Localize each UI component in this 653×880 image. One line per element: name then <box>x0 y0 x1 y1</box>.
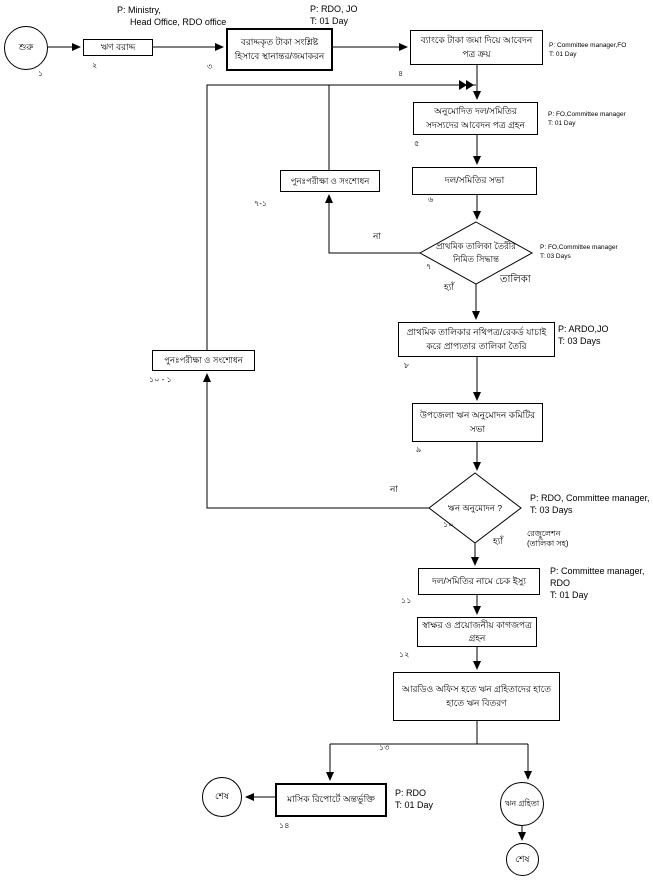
step13-label: আরডিও অফিস হতে ঋন গ্রহিতাদের হাতে হাতে ঋ… <box>402 684 551 708</box>
annotation-fo-committee-3days: P: FO,Committee manager T: 03 Days <box>540 243 618 261</box>
step10-loan-approval-diamond: ঋন অনুমোদন ? <box>435 500 515 516</box>
step13-number: ১৩ <box>379 743 390 752</box>
decision10-no-label: না <box>390 484 398 494</box>
annotation-committee-rdo-line2: RDO <box>550 578 570 589</box>
step11-cheque-issue-box: দল/সমিতির নামে চেক ইস্যু <box>418 568 540 595</box>
annotation-rdo-committee-line2: T: 03 Days <box>530 505 573 516</box>
annotation-committee-fo-line1: P: Committee manager,FO <box>549 42 627 49</box>
decision7-yes-label: হ্যাঁ <box>444 282 454 292</box>
annotation-fo-committee-1day-line2: T: 01 Day <box>548 120 576 128</box>
step10-1-label: পুনঃপরীক্ষা ও সংশোধন <box>164 355 243 366</box>
step5-application-receive-box: অনুমোদিত দল/সমিতির সদস্যদের আবেদন পত্র গ… <box>413 102 538 135</box>
annotation-fo-committee-1day: P: FO,Committee manager T: 01 Day <box>548 110 626 128</box>
step10-1-recheck-box: পুনঃপরীক্ষা ও সংশোধন <box>152 350 255 371</box>
annotation-fo-committee-1day-line1: P: FO,Committee manager <box>548 111 626 118</box>
annotation-ardo-jo: P: ARDO,JO T: 03 Days <box>558 323 609 347</box>
step5-number: ৫ <box>414 139 420 148</box>
step1-number: ১ <box>38 69 44 78</box>
step9-number: ৯ <box>416 445 422 454</box>
annotation-committee-fo-line2: T: 01 Day <box>549 51 577 59</box>
loan-recipient-label: ঋন গ্রহিতা <box>504 798 540 808</box>
step10-number: ১০ <box>443 520 454 529</box>
step7-1-label: পুনঃপরীক্ষা ও সংশোধন <box>290 175 370 186</box>
step14-number: ১৪ <box>279 821 290 830</box>
annotation-rdo-committee: P: RDO, Committee manager, T: 03 Days <box>530 492 650 516</box>
annotation-ardo-jo-line1: P: ARDO,JO <box>558 324 609 334</box>
annotation-rdo-jo: P: RDO, JO T: 01 Day <box>310 3 358 27</box>
annotation-rdo-jo-line1: P: RDO, JO <box>310 4 358 14</box>
annotation-fo-committee-3days-line1: P: FO,Committee manager <box>540 244 618 251</box>
step7-1-recheck-box: পুনঃপরীক্ষা ও সংশোধন <box>280 170 380 192</box>
step10-label: ঋন অনুমোদন ? <box>447 502 503 513</box>
step2-loan-allocation-box: ঋণ বরাদ্দ <box>83 39 153 56</box>
annotation-committee-rdo-line3: T: 01 Day <box>550 590 589 601</box>
decision10-yes-label: হ্যাঁ <box>493 536 503 546</box>
step8-label: প্রাথমিক তালিকার নথিপত্র/রেকর্ড যাচাই কর… <box>406 327 547 351</box>
step11-number: ১১ <box>401 596 412 605</box>
decision7-no-label: না <box>373 231 381 241</box>
step4-application-purchase-box: ব্যাংকে টাকা জমা দিয়ে আবেদন পত্র ক্রয় <box>410 30 543 65</box>
annotation-committee-rdo: P: Committee manager, RDO T: 01 Day <box>550 565 645 601</box>
annotation-rdo-jo-line2: T: 01 Day <box>310 16 349 27</box>
list-output-label: তালিকা <box>500 274 531 285</box>
annotation-rdo-1day-line2: T: 01 Day <box>395 800 434 811</box>
step12-number: ১২ <box>399 650 410 659</box>
end-circle-bottom: শেষ <box>506 843 539 876</box>
step2-number: ২ <box>92 61 98 70</box>
step9-upazila-approval-meeting-box: উপজেলা ঋন অনুমোদন কমিটির সভা <box>412 403 543 442</box>
end-left-label: শেষ <box>215 791 229 802</box>
annotation-ministry: P: Ministry, Head Office, RDO office <box>117 4 226 28</box>
start-circle: শুরু <box>4 26 48 70</box>
annotation-committee-rdo-line1: P: Committee manager, <box>550 566 645 576</box>
annotation-fo-committee-3days-line2: T: 03 Days <box>540 253 571 261</box>
step6-label: দল/সমিতির সভা <box>444 175 505 186</box>
resolution-line1: রেজুলেশন <box>527 529 561 538</box>
step14-monthly-report-box: মাসিক রিপোর্টে অন্তর্ভুক্তি <box>275 783 387 817</box>
step3-fund-transfer-box: বরাদ্দকৃত টাকা সংশ্লিষ্ট হিসাবে স্থানান্… <box>226 28 333 71</box>
step7-1-number: ৭-১ <box>254 199 268 208</box>
step9-label: উপজেলা ঋন অনুমোদন কমিটির সভা <box>419 410 536 434</box>
resolution-output-label: রেজুলেশন (তালিকা সহ) <box>527 529 569 550</box>
step7-number: ৭ <box>426 262 432 271</box>
step6-group-meeting-box: দল/সমিতির সভা <box>412 167 537 195</box>
end-circle-left: শেষ <box>202 777 242 817</box>
resolution-line2: (তালিকা সহ) <box>527 539 569 549</box>
annotation-ardo-jo-line2: T: 03 Days <box>558 336 601 347</box>
step4-label: ব্যাংকে টাকা জমা দিয়ে আবেদন পত্র ক্রয় <box>420 35 533 59</box>
step3-number: ৩ <box>207 62 213 71</box>
step13-loan-disbursement-box: আরডিও অফিস হতে ঋন গ্রহিতাদের হাতে হাতে ঋ… <box>393 672 560 721</box>
step5-label: অনুমোদিত দল/সমিতির সদস্যদের আবেদন পত্র গ… <box>426 106 525 130</box>
annotation-committee-fo: P: Committee manager,FO T: 01 Day <box>549 41 626 59</box>
step10-1-number: ১০ - ১ <box>149 375 172 384</box>
step7-label: প্রাথমিক তালিকা তৈরীর নিমিত সিদ্ধান্ত <box>436 241 516 264</box>
annotation-ministry-line2: Head Office, RDO office <box>130 17 227 28</box>
step2-label: ঋণ বরাদ্দ <box>100 41 136 52</box>
annotation-ministry-line1: P: Ministry, <box>117 5 161 15</box>
step11-label: দল/সমিতির নামে চেক ইস্যু <box>432 575 526 586</box>
step14-label: মাসিক রিপোর্টে অন্তর্ভুক্তি <box>287 794 375 805</box>
start-label: শুরু <box>18 42 34 53</box>
step8-number: ৮ <box>404 361 410 370</box>
end-bottom-label: শেষ <box>515 853 530 864</box>
step12-label: স্বাক্ষর ও প্রয়োজনীয় কাগজপত্র গ্রহন <box>422 619 532 644</box>
step8-eligibility-list-box: প্রাথমিক তালিকার নথিপত্র/রেকর্ড যাচাই কর… <box>398 322 555 357</box>
step4-number: ৪ <box>398 69 404 78</box>
annotation-rdo-committee-line1: P: RDO, Committee manager, <box>530 493 650 503</box>
step6-number: ৬ <box>428 195 434 204</box>
step3-label: বরাদ্দকৃত টাকা সংশ্লিষ্ট হিসাবে স্থানান্… <box>234 37 325 61</box>
annotation-rdo-1day: P: RDO T: 01 Day <box>395 787 433 811</box>
step12-signature-documents-box: স্বাক্ষর ও প্রয়োজনীয় কাগজপত্র গ্রহন <box>417 617 537 647</box>
loan-recipient-circle: ঋন গ্রহিতা <box>500 782 544 826</box>
annotation-rdo-1day-line1: P: RDO <box>395 788 427 798</box>
step7-primary-list-decision-diamond: প্রাথমিক তালিকা তৈরীর নিমিত সিদ্ধান্ত <box>426 234 526 272</box>
